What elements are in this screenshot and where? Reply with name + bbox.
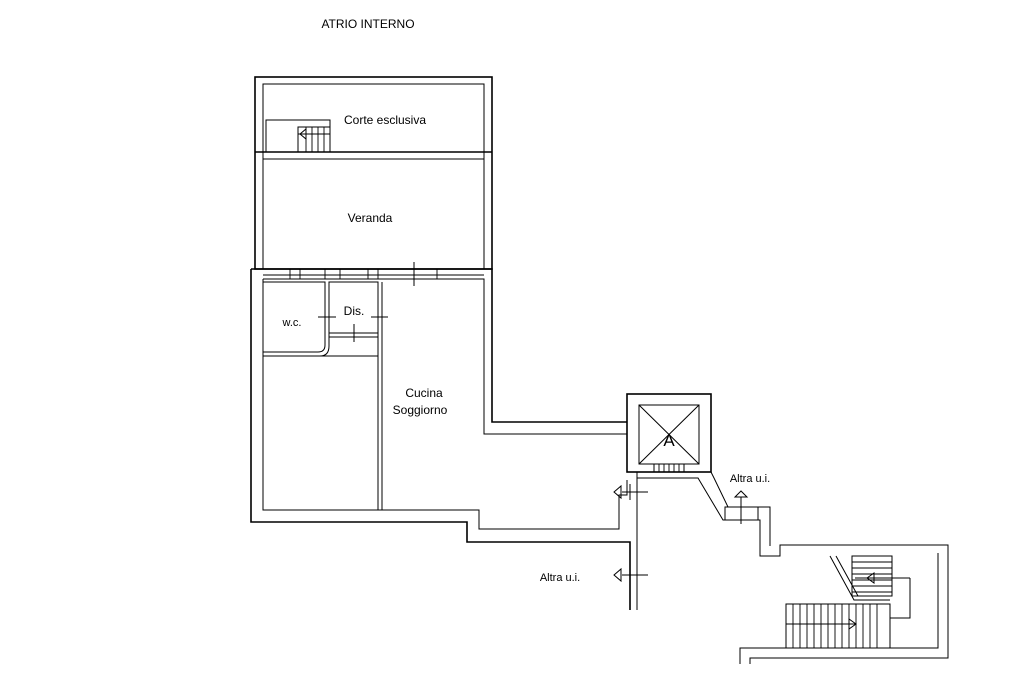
room-label-soggiorno: Soggiorno — [393, 403, 448, 417]
veranda-block-walls — [254, 76, 493, 270]
room-label-veranda: Veranda — [348, 211, 393, 225]
entrance-door-other — [613, 567, 648, 583]
dis-walls — [328, 281, 388, 342]
apartment-walls — [250, 262, 638, 610]
partition-walls — [263, 282, 383, 510]
altra-ui-right-label: Altra u.i. — [730, 473, 770, 485]
room-label-cucina: Cucina — [405, 386, 443, 400]
corte-stair — [265, 119, 331, 152]
lift-shaft — [626, 393, 712, 473]
main-staircase — [785, 555, 911, 649]
lift-mark: A — [663, 431, 675, 450]
room-label-corte-esclusiva: Corte esclusiva — [344, 113, 426, 127]
entrance-door-main — [613, 484, 648, 500]
landing-walls — [637, 471, 949, 664]
room-label-dis: Dis. — [344, 304, 365, 318]
room-label-wc: w.c. — [282, 317, 302, 329]
altra-ui-bottom-label: Altra u.i. — [540, 572, 580, 584]
atrio-interno-label: ATRIO INTERNO — [321, 17, 414, 31]
